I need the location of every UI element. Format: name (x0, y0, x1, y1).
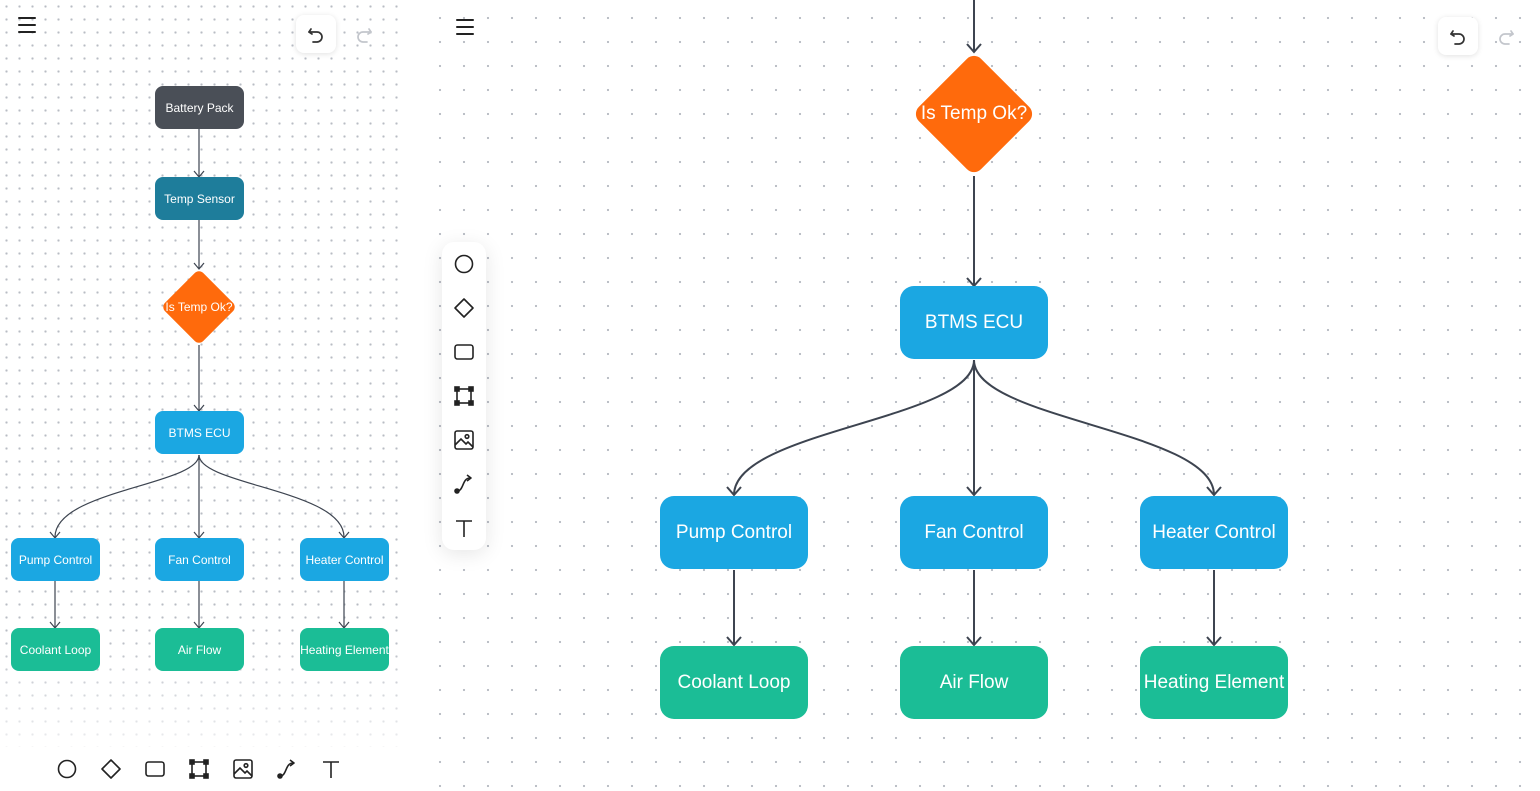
diamond-icon (454, 298, 474, 318)
frame-icon (189, 759, 209, 779)
node-heater-control[interactable]: Heater Control (300, 538, 389, 581)
node-fan-control[interactable]: Fan Control (900, 496, 1048, 569)
tool-frame[interactable] (187, 757, 211, 781)
node-decision-temp-ok[interactable]: Is Temp Ok? (910, 51, 1038, 177)
side-toolbar (442, 242, 486, 550)
image-icon (454, 430, 474, 450)
right-canvas-pane[interactable]: Is Temp Ok? BTMS ECU Pump Control Fan Co… (438, 0, 1540, 791)
node-battery-pack[interactable]: Battery Pack (155, 86, 244, 129)
tool-circle[interactable] (55, 757, 79, 781)
tool-text[interactable] (452, 516, 476, 540)
tool-image[interactable] (231, 757, 255, 781)
node-pump-control[interactable]: Pump Control (660, 496, 808, 569)
diamond-icon (101, 759, 121, 779)
rectangle-icon (145, 761, 165, 777)
undo-redo-group (1438, 17, 1526, 55)
tool-circle[interactable] (452, 252, 476, 276)
node-btms-ecu[interactable]: BTMS ECU (155, 411, 244, 454)
hamburger-line (18, 24, 36, 26)
pane-divider (398, 0, 438, 791)
undo-button[interactable] (1438, 17, 1478, 55)
tool-rectangle[interactable] (143, 757, 167, 781)
node-coolant-loop[interactable]: Coolant Loop (11, 628, 100, 671)
connector-icon (454, 474, 472, 494)
hamburger-line (456, 33, 474, 35)
tool-connector[interactable] (452, 472, 476, 496)
circle-icon (454, 254, 474, 274)
undo-icon (308, 28, 323, 43)
undo-icon (1450, 30, 1465, 45)
left-canvas-pane[interactable]: Battery Pack Temp Sensor Is Temp Ok? BTM… (0, 0, 398, 791)
text-icon (323, 761, 339, 778)
circle-icon (57, 759, 77, 779)
decision-label: Is Temp Ok? (920, 103, 1028, 124)
tool-frame[interactable] (452, 384, 476, 408)
node-decision-temp-ok[interactable]: Is Temp Ok? (159, 267, 239, 347)
node-coolant-loop[interactable]: Coolant Loop (660, 646, 808, 719)
bottom-toolbar (40, 748, 360, 790)
rectangle-icon (454, 344, 474, 360)
node-heating-element[interactable]: Heating Element (300, 628, 389, 671)
hamburger-line (456, 26, 474, 28)
image-icon (233, 759, 253, 779)
decision-label: Is Temp Ok? (165, 300, 233, 314)
redo-button[interactable] (344, 15, 384, 53)
hamburger-line (18, 31, 36, 33)
node-pump-control[interactable]: Pump Control (11, 538, 100, 581)
menu-button[interactable] (18, 17, 40, 35)
connector-icon (277, 759, 295, 779)
undo-button[interactable] (296, 15, 336, 53)
tool-text[interactable] (319, 757, 343, 781)
text-icon (456, 520, 472, 537)
undo-redo-group (296, 15, 384, 53)
hamburger-menu-icon (456, 19, 474, 21)
tool-image[interactable] (452, 428, 476, 452)
menu-button[interactable] (456, 19, 478, 37)
tool-connector[interactable] (275, 757, 299, 781)
hamburger-menu-icon (18, 17, 36, 19)
right-edges (726, 0, 1222, 647)
redo-icon (1499, 30, 1514, 45)
frame-icon (454, 386, 474, 406)
node-heater-control[interactable]: Heater Control (1140, 496, 1288, 569)
node-air-flow[interactable]: Air Flow (155, 628, 244, 671)
node-air-flow[interactable]: Air Flow (900, 646, 1048, 719)
redo-icon (357, 28, 372, 43)
node-fan-control[interactable]: Fan Control (155, 538, 244, 581)
redo-button[interactable] (1486, 17, 1526, 55)
tool-diamond[interactable] (452, 296, 476, 320)
tool-rectangle[interactable] (452, 340, 476, 364)
node-heating-element[interactable]: Heating Element (1140, 646, 1288, 719)
tool-diamond[interactable] (99, 757, 123, 781)
node-temp-sensor[interactable]: Temp Sensor (155, 177, 244, 220)
node-btms-ecu[interactable]: BTMS ECU (900, 286, 1048, 359)
